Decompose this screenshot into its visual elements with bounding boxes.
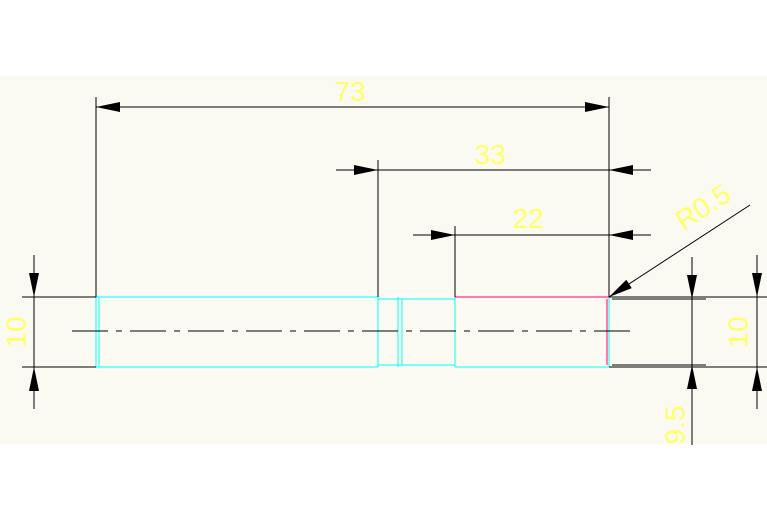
dim-33-label: 33 (474, 139, 505, 170)
drawing-background (0, 76, 767, 444)
right-diameter-label: 10 (723, 316, 754, 347)
shoulder-diameter-label: 9.5 (660, 406, 691, 445)
dim-73-label: 73 (334, 76, 365, 107)
left-diameter-label: 10 (1, 316, 32, 347)
fillet-edges (455, 296, 609, 365)
dimension-lines (22, 97, 767, 445)
part-outline (95, 296, 610, 368)
dim-22-label: 22 (512, 203, 543, 234)
fillet-leader-line (608, 204, 751, 298)
